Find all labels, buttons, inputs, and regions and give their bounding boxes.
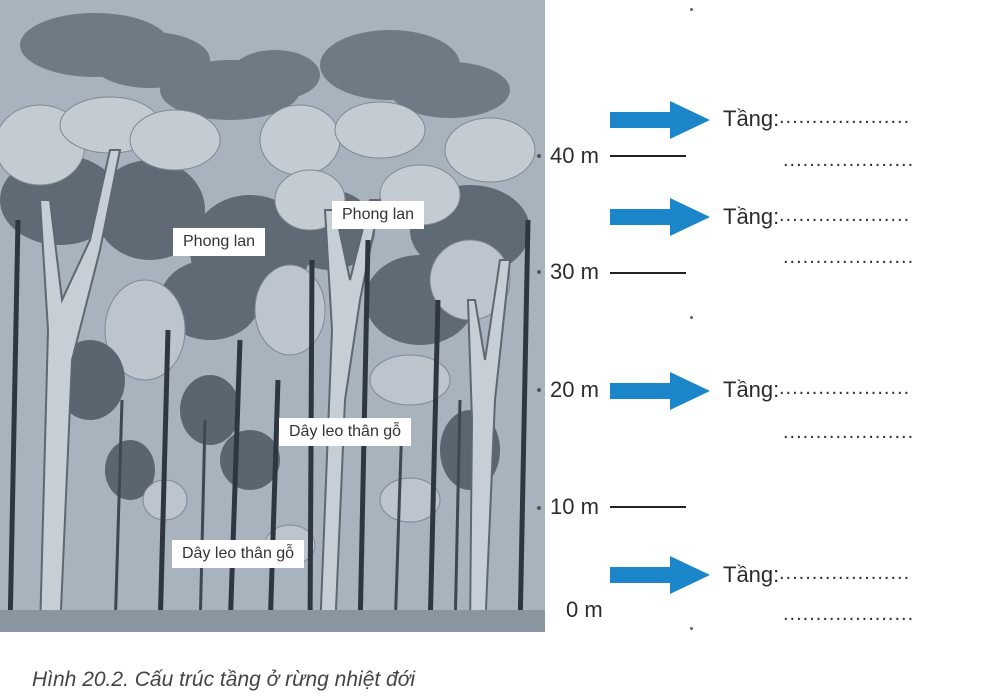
scan-speck (690, 8, 693, 11)
height-mark-30m: 30 m (550, 259, 599, 284)
layer-label-1: Tầng: (723, 106, 780, 131)
height-mark-0m: 0 m (566, 597, 603, 622)
layer-answer-line-3a[interactable]: .................... (779, 377, 911, 399)
layer-answer-line-1a[interactable]: .................... (779, 106, 911, 128)
tick-dot-40 (537, 154, 541, 158)
layer-answer-line-4a[interactable]: .................... (779, 562, 911, 584)
layer-label-4: Tầng: (723, 562, 780, 587)
tick-line-40 (610, 155, 686, 157)
tick-line-30 (610, 272, 686, 274)
layer-answer-line-2a[interactable]: .................... (779, 204, 911, 226)
arrow-right-icon (610, 198, 710, 236)
figure-caption: Hình 20.2. Cấu trúc tầng ở rừng nhiệt đớ… (32, 668, 416, 691)
layer-answer-line-4b[interactable]: .................... (783, 603, 915, 625)
layer-label-3: Tầng: (723, 377, 780, 402)
arrow-right-icon (610, 556, 710, 594)
tick-dot-10 (537, 506, 541, 510)
arrow-right-icon (610, 101, 710, 139)
scan-speck (690, 627, 693, 630)
tick-dot-30 (537, 270, 541, 274)
forest-illustration (0, 0, 545, 632)
tick-dot-20 (537, 388, 541, 392)
height-mark-10m: 10 m (550, 494, 599, 519)
arrow-right-icon (610, 372, 710, 410)
scan-speck (690, 316, 693, 319)
layer-answer-line-2b[interactable]: .................... (783, 246, 915, 268)
layer-answer-line-1b[interactable]: .................... (783, 149, 915, 171)
layer-label-2: Tầng: (723, 204, 780, 229)
height-mark-20m: 20 m (550, 377, 599, 402)
layer-answer-line-3b[interactable]: .................... (783, 421, 915, 443)
forest-label-orchid-right: Phong lan (332, 201, 425, 229)
forest-label-orchid-left: Phong lan (173, 228, 266, 256)
forest-label-liana-upper: Dây leo thân gỗ (279, 418, 412, 446)
forest-label-liana-lower: Dây leo thân gỗ (172, 540, 305, 568)
height-mark-40m: 40 m (550, 143, 599, 168)
tick-line-10 (610, 506, 686, 508)
